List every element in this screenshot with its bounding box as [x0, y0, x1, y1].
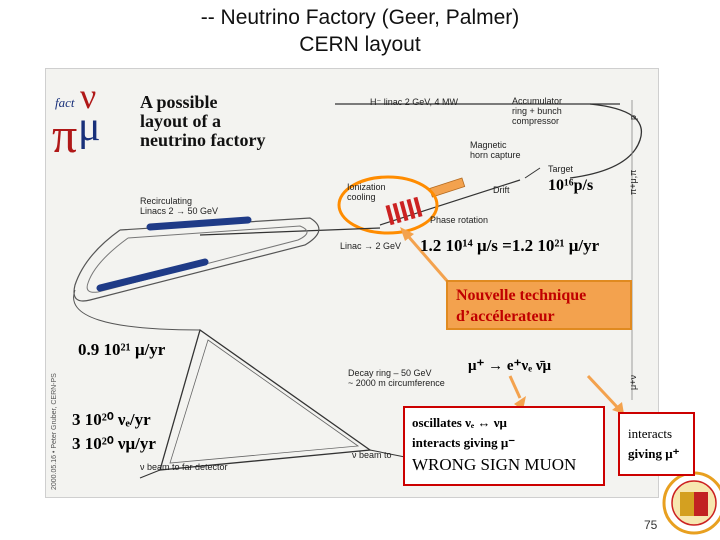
- pi-glyph: π: [52, 107, 77, 163]
- magnetic-line-2: horn capture: [470, 150, 521, 160]
- mu-glyph: μ: [78, 104, 101, 150]
- accumulator-line-3: compressor: [512, 116, 560, 126]
- near-beam-label: ν beam to: [352, 450, 392, 460]
- side-label-p: p: [628, 114, 638, 120]
- title-line-2: CERN layout: [299, 33, 421, 56]
- magnetic-line-1: Magnetic: [470, 140, 507, 150]
- flux-nu-e: 3 10²⁰ νₑ/yr: [72, 410, 151, 429]
- new-technique-line-1: Nouvelle technique: [456, 287, 587, 304]
- proton-rate: 10¹⁶p/s: [548, 177, 594, 194]
- new-technique-box: Nouvelle technique d’accélerateur: [446, 280, 632, 330]
- decay-line-2: ~ 2000 m circumference: [348, 378, 445, 388]
- page-number: 75: [644, 518, 658, 532]
- cooling-magnets: [385, 196, 423, 226]
- ring-rate: 0.9 10²¹ μ/yr: [78, 340, 166, 359]
- title-line-1: -- Neutrino Factory (Geer, Palmer): [200, 6, 520, 29]
- recirculating-line-2: Linacs 2 → 50 GeV: [140, 206, 219, 216]
- accumulator-label: Accumulator ring + bunch compressor: [512, 96, 562, 126]
- phase-rotation-label: Phase rotation: [430, 215, 489, 225]
- wrong-sign-muon: WRONG SIGN MUON: [412, 455, 577, 474]
- far-beam: [139, 469, 161, 479]
- accumulator-ring: [569, 103, 642, 179]
- university-seal: [662, 471, 720, 535]
- ionization-line-2: cooling: [347, 192, 376, 202]
- oscillation-box: oscillates νₑ ↔ νμ interacts giving μ⁻ W…: [403, 406, 605, 486]
- side-label-pi: π+μ,π: [628, 169, 638, 195]
- decay-equation: μ⁺ → e⁺νₑ ν̄μ: [468, 358, 552, 374]
- magnetic-horn-label: Magnetic horn capture: [470, 140, 521, 160]
- decay-ring: [159, 328, 372, 471]
- ionization-label: Ionization cooling: [347, 182, 386, 202]
- oscillation-line-1: oscillates νₑ ↔ νμ: [412, 415, 507, 430]
- logo-word: fact: [55, 95, 75, 110]
- cooling-highlight: [337, 175, 439, 235]
- new-technique-line-2: d’accélerateur: [456, 308, 555, 325]
- logo-caption-line-1: A possible: [140, 92, 218, 112]
- logo-caption: A possible layout of a neutrino factory: [140, 93, 265, 150]
- credit-label: 2000.05.16 • Peter Gruber, CERN-PS: [51, 373, 58, 490]
- far-detector-label: ν beam to far detector: [140, 462, 228, 472]
- logo-caption-line-3: neutrino factory: [140, 130, 266, 150]
- target-pointer: [524, 167, 541, 179]
- flux-nu-mu: 3 10²⁰ νμ/yr: [72, 434, 156, 453]
- int-arrow: [586, 374, 620, 410]
- interacts-line-1: interacts: [628, 426, 673, 441]
- side-label-mu: μ+ν: [628, 375, 638, 390]
- oscillation-line-2: interacts giving μ⁻: [412, 435, 516, 450]
- technique-arrowhead: [400, 227, 414, 241]
- ionization-line-1: Ionization: [347, 182, 386, 192]
- capture-beamline: [379, 179, 521, 226]
- accumulator-line-2: ring + bunch: [512, 106, 562, 116]
- drift-label: Drift: [493, 185, 510, 195]
- page-title: -- Neutrino Factory (Geer, Palmer) CERN …: [0, 4, 720, 58]
- interacts-line-2: giving μ⁺: [628, 446, 680, 461]
- interacts-box: interacts giving μ⁺: [618, 412, 695, 476]
- linac-line: [199, 227, 381, 236]
- decay-ring-label: Decay ring – 50 GeV ~ 2000 m circumferen…: [348, 368, 445, 388]
- logo-caption-line-2: layout of a: [140, 111, 221, 131]
- muon-rate: 1.2 10¹⁴ μ/s =1.2 10²¹ μ/yr: [420, 236, 600, 255]
- recirculating-linacs: [73, 216, 320, 302]
- int-arrowhead: [612, 402, 624, 414]
- target-label: Target: [548, 164, 574, 174]
- hminus-linac-label: H⁻ linac 2 GeV, 4 MW: [370, 97, 458, 107]
- decay-line-1: Decay ring – 50 GeV: [348, 368, 432, 378]
- technique-arrow: [406, 235, 450, 283]
- linac2-label: Linac → 2 GeV: [340, 241, 402, 251]
- recirculating-label: Recirculating Linacs 2 → 50 GeV: [140, 196, 218, 216]
- transfer-line: [73, 289, 201, 331]
- recirculating-line-1: Recirculating: [140, 196, 193, 206]
- accumulator-line-1: Accumulator: [512, 96, 563, 106]
- osc-arrow: [508, 375, 522, 399]
- nu-glyph: ν: [80, 76, 96, 116]
